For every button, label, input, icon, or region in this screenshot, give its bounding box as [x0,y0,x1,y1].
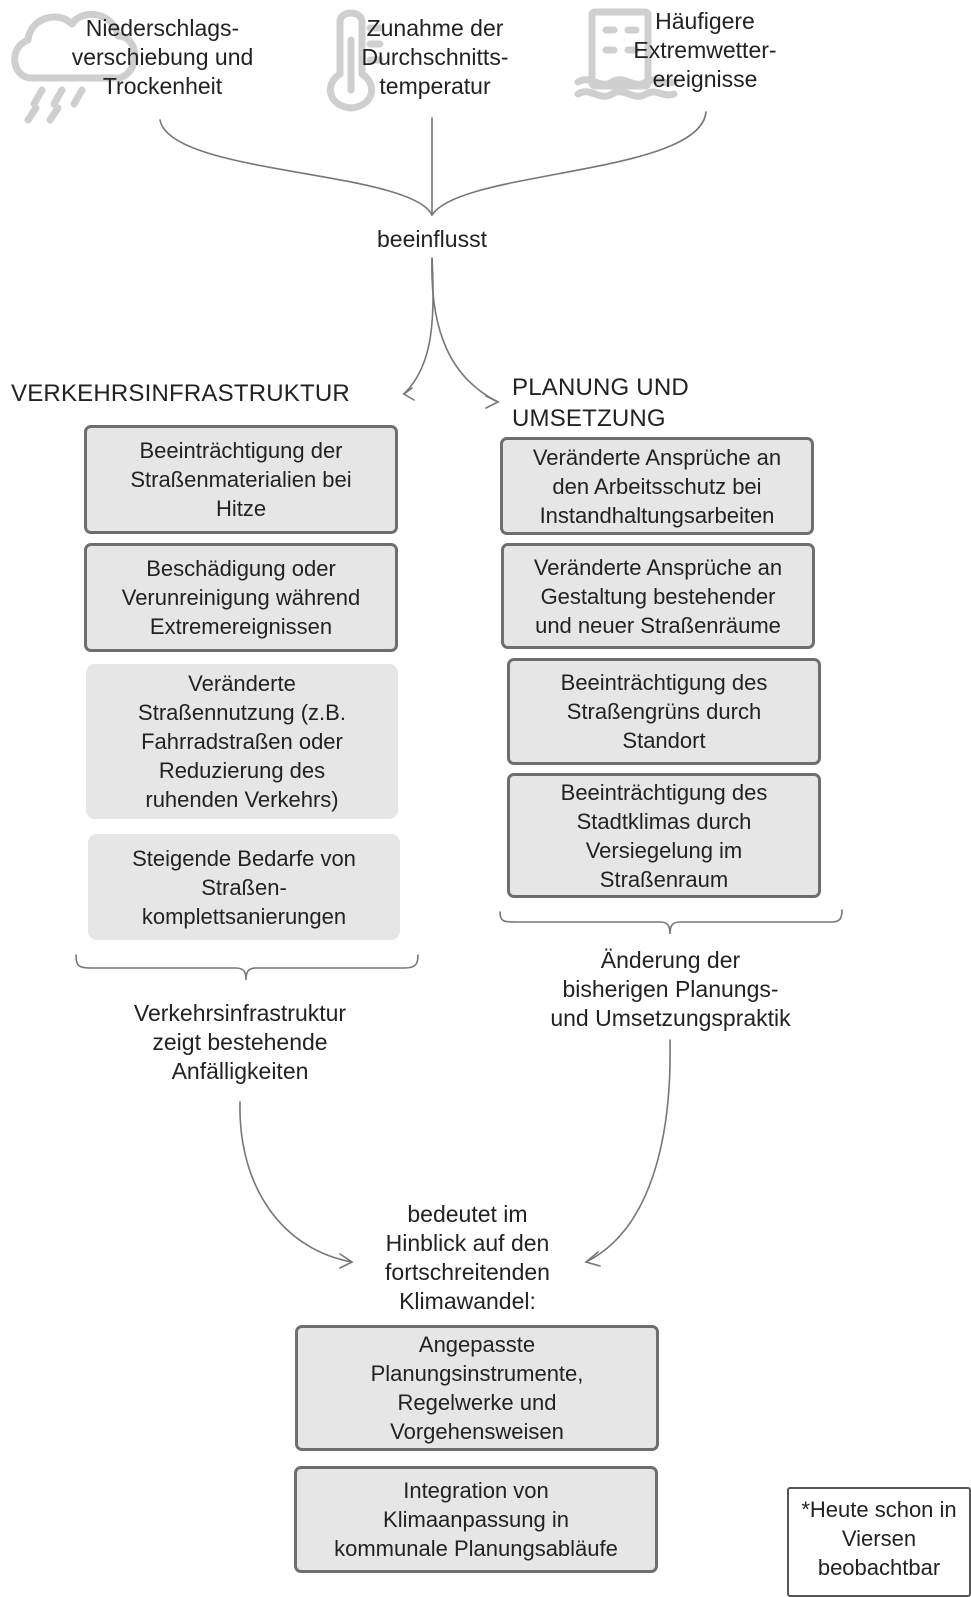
arrowhead [402,387,415,401]
right-item-urban-climate: Beeinträchtigung des Stadtklimas durch V… [507,773,821,898]
right-item-street-greenery: Beeinträchtigung des Straßengrüns durch … [507,658,821,765]
influence-label: beeinflusst [377,226,487,252]
outcome-adapted-instruments: Angepasste Planungsinstrumente, Regelwer… [295,1325,659,1451]
left-brace [75,954,419,981]
arrowhead [584,1251,601,1267]
arrowhead [339,1253,354,1269]
left-item-road-usage: Veränderte Straßennutzung (z.B. Fahrrads… [86,664,398,819]
right-column-heading: PLANUNG UND UMSETZUNG [512,374,689,432]
left-conclusion: Verkehrsinfrastruktur zeigt bestehende A… [133,1000,347,1084]
left-item-heat-damage: Beeinträchtigung der Straßenmaterialien … [84,425,398,534]
connector-line [159,119,433,216]
right-item-street-design: Veränderte Ansprüche an Gestaltung beste… [501,543,815,649]
right-brace [499,909,843,935]
connector-line [585,1039,671,1263]
driver-extreme-weather-label: Häufigere Extremwetter- ereignisse [633,8,777,92]
connector-line [431,257,499,403]
connector-line [239,1101,353,1263]
rain-cloud-icon [11,11,139,124]
arrowhead [485,395,500,409]
driver-temperature-label: Zunahme der Durchschnitts- temperatur [361,15,509,99]
left-column-heading: VERKEHRSINFRASTRUKTUR [11,380,350,407]
outcome-integration: Integration von Klimaanpassung in kommun… [294,1466,658,1573]
right-conclusion: Änderung der bisherigen Planungs- und Um… [550,947,791,1031]
connector-line [431,111,707,216]
flood-building-icon [574,8,678,100]
meaning-label: bedeutet im Hinblick auf den fortschreit… [385,1201,550,1314]
observation-note: *Heute schon in Viersen beobachtbar [787,1487,971,1597]
thermometer-icon [326,9,384,112]
right-item-work-safety: Veränderte Ansprüche an den Arbeitsschut… [500,437,814,535]
left-item-renovation-demand: Steigende Bedarfe von Straßen- kompletts… [88,834,400,940]
left-item-extreme-damage: Beschädigung oder Verunreinigung während… [84,543,398,652]
driver-precipitation-label: Niederschlags- verschiebung und Trockenh… [71,15,254,99]
connector-line [403,257,434,395]
